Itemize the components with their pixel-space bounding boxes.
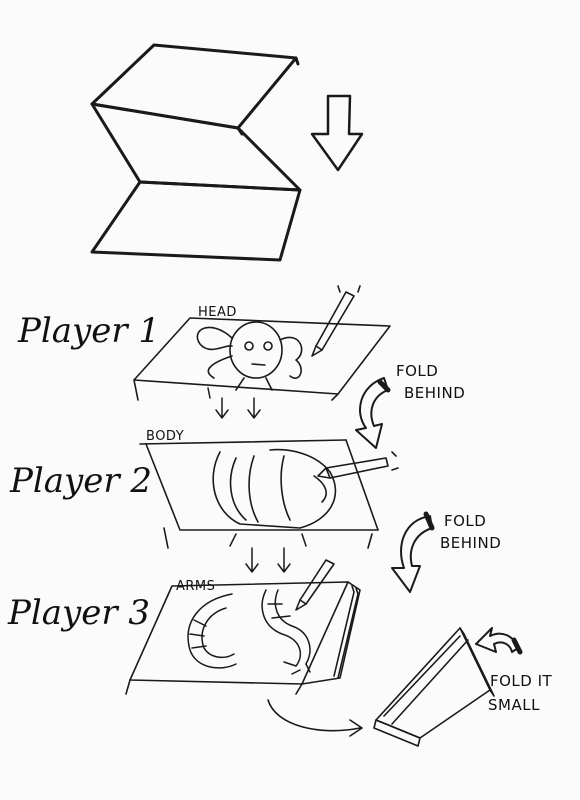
body-section-label: BODY xyxy=(146,429,184,444)
down-arrows-1 xyxy=(207,387,261,419)
curved-arrow-icon xyxy=(475,627,523,655)
player-2-sheet xyxy=(139,439,379,549)
curved-arrow-icon xyxy=(391,511,435,593)
pencil-icon xyxy=(311,285,361,357)
player-2-label: Player 2 xyxy=(9,461,152,501)
player-1-label: Player 1 xyxy=(17,311,160,351)
player-1-sheet xyxy=(133,317,391,401)
outline-down-arrow-icon xyxy=(310,94,364,172)
fold-behind-1-line-1: FOLD xyxy=(396,362,438,380)
body-drawing xyxy=(212,448,337,529)
down-arrows-2 xyxy=(229,533,307,573)
head-drawing xyxy=(196,321,303,391)
accordion-paper xyxy=(90,43,302,262)
curved-arrow-icon xyxy=(267,699,363,737)
fold-behind-2-line-1: FOLD xyxy=(444,512,486,530)
pencil-icon xyxy=(295,559,335,611)
curved-arrow-icon xyxy=(355,377,391,449)
fold-small-line-2: SMALL xyxy=(488,696,540,714)
fold-behind-1-line-2: BEHIND xyxy=(404,384,465,402)
arms-drawing xyxy=(187,589,311,675)
player-3-sheet xyxy=(125,581,361,695)
fold-behind-2-line-2: BEHIND xyxy=(440,534,501,552)
fold-small-line-1: FOLD IT xyxy=(490,672,553,690)
player-3-label: Player 3 xyxy=(7,593,150,633)
folded-booklet xyxy=(373,627,495,747)
arms-section-label: ARMS xyxy=(176,579,215,594)
pencil-icon xyxy=(317,451,399,479)
head-section-label: HEAD xyxy=(198,305,237,320)
